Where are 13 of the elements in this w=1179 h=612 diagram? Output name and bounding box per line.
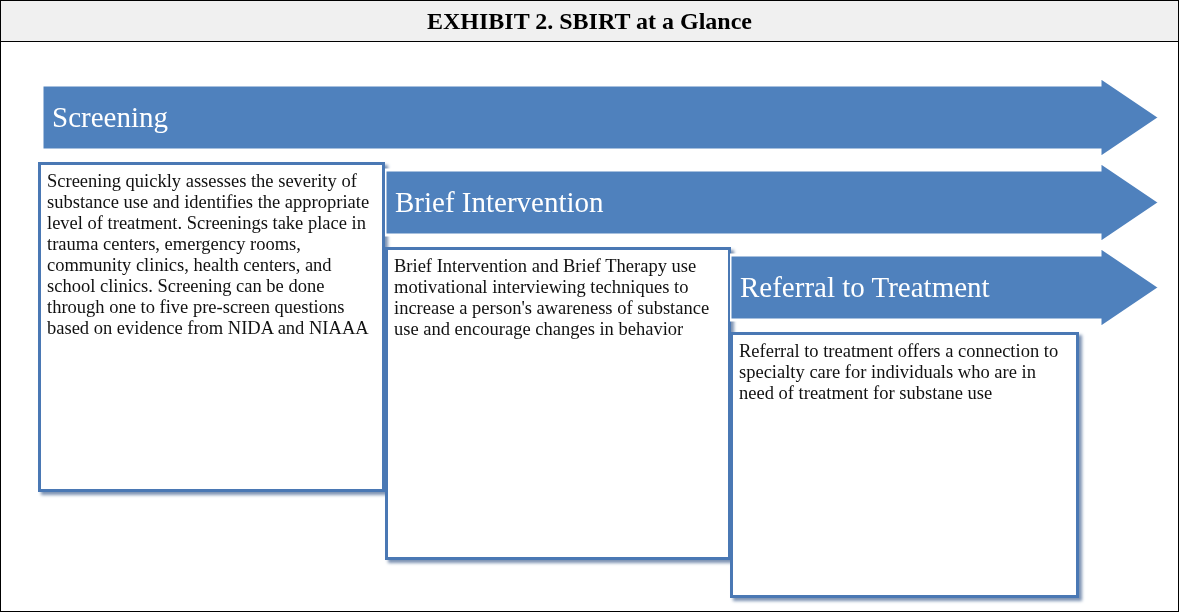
description-text: Brief Intervention and Brief Therapy use motivational interviewing techniques to increase a person's awareness of substance use and encourage changes in behavior: [394, 256, 711, 340]
description-text: Screening quickly assesses the severity of substance use and identifies the appropriate level of treatment. Screenings take place in trauma centers, emergency rooms, community clinics, health centers, and school clinics. Screening can be done through one to five pre-screen questions based on evidence from NIDA and NIAAA: [47, 171, 371, 339]
description-text: Referral to treatment offers a connection to specialty care for individuals who are in need of treatment for substane use: [739, 341, 1060, 404]
step-heading: Screening: [52, 103, 168, 132]
arrow-band: [385, 162, 1160, 243]
step-heading: Referral to Treatment: [740, 273, 990, 302]
text-box: [385, 247, 731, 560]
text-box: [730, 332, 1079, 598]
step-heading: Brief Intervention: [395, 188, 604, 217]
title: EXHIBIT 2. SBIRT at a Glance: [1, 1, 1178, 42]
text-box: [38, 162, 385, 492]
arrow-band: [730, 247, 1160, 328]
arrow-band: [42, 77, 1160, 158]
